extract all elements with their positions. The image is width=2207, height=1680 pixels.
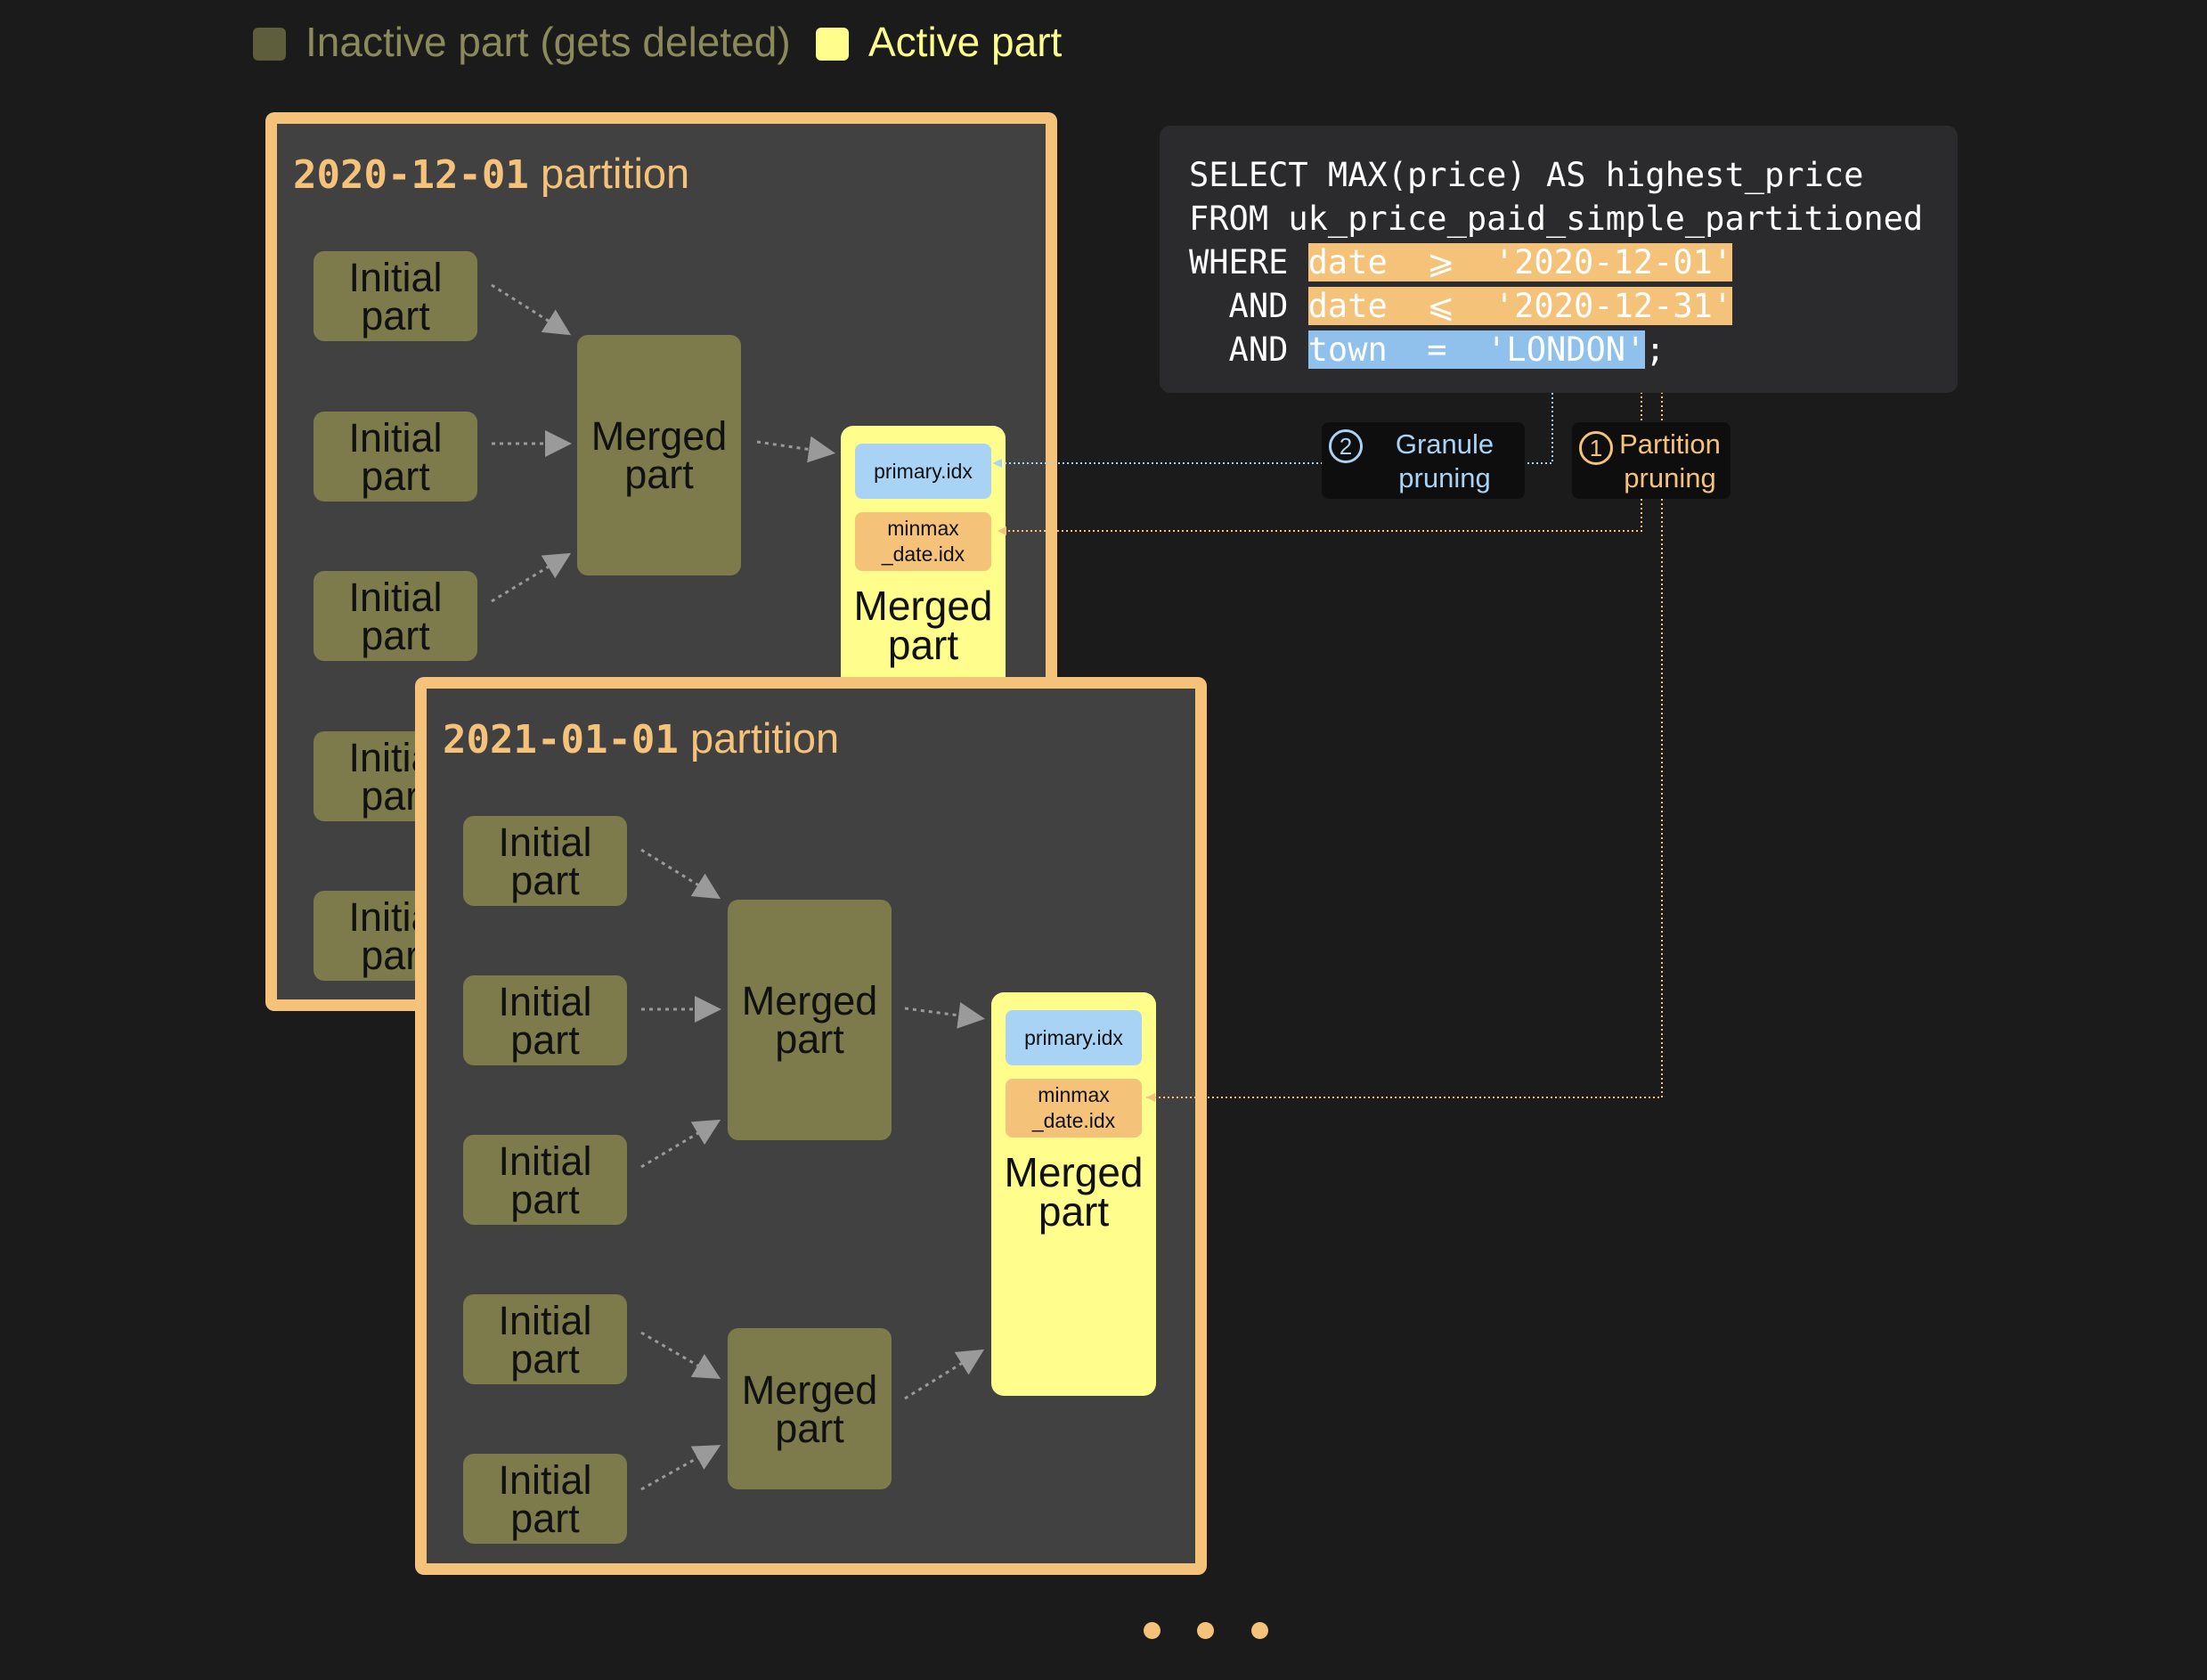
legend-active-label: Active part — [868, 19, 1063, 65]
sql-query-box: SELECT MAX(price) AS highest_price FROM … — [1160, 126, 1958, 393]
more-partitions-dot — [1144, 1622, 1161, 1639]
date-lower-filter: date ⩾ '2020-12-01' — [1307, 243, 1733, 281]
active-merged-part: primary.idx minmax _date.idx Merged part — [991, 992, 1156, 1396]
granule-pruning-label: 2 Granule pruning — [1322, 422, 1525, 499]
date-upper-filter: date ⩽ '2020-12-31' — [1307, 287, 1733, 325]
sql-line-2: FROM uk_price_paid_simple_partitioned — [1189, 200, 1924, 238]
partition-pruning-label: 1 Partition pruning — [1572, 422, 1731, 499]
minmax-date-idx-file: minmax _date.idx — [855, 512, 991, 571]
partition-date: 2021-01-01 — [443, 717, 679, 763]
step-1-badge: 1 — [1579, 431, 1613, 465]
more-partitions-dot — [1251, 1622, 1268, 1639]
sql-line-5: AND town = 'LONDON'; — [1189, 330, 1665, 369]
primary-idx-file: primary.idx — [855, 444, 991, 499]
sql-line-4: AND date ⩽ '2020-12-31' — [1189, 287, 1733, 325]
legend-inactive-swatch — [253, 28, 286, 61]
active-part-label: Merged part — [853, 583, 993, 668]
minmax-date-idx-file: minmax _date.idx — [1006, 1079, 1142, 1138]
partition-suffix: partition — [540, 150, 690, 197]
partition-date: 2020-12-01 — [293, 152, 529, 198]
step-2-badge: 2 — [1329, 429, 1363, 463]
more-partitions-dot — [1197, 1622, 1214, 1639]
partition-suffix: partition — [689, 714, 840, 762]
legend-inactive-label: Inactive part (gets deleted) — [305, 19, 791, 65]
town-filter: town = 'LONDON' — [1307, 330, 1646, 369]
legend-active-swatch — [816, 28, 849, 61]
sql-line-3: WHERE date ⩾ '2020-12-01' — [1189, 243, 1733, 281]
primary-idx-file: primary.idx — [1006, 1010, 1142, 1065]
partition-title: 2021-01-01 partition — [443, 715, 839, 763]
active-part-label: Merged part — [1004, 1149, 1144, 1235]
partition-title: 2020-12-01 partition — [293, 151, 689, 199]
sql-line-1: SELECT MAX(price) AS highest_price — [1189, 156, 1864, 194]
